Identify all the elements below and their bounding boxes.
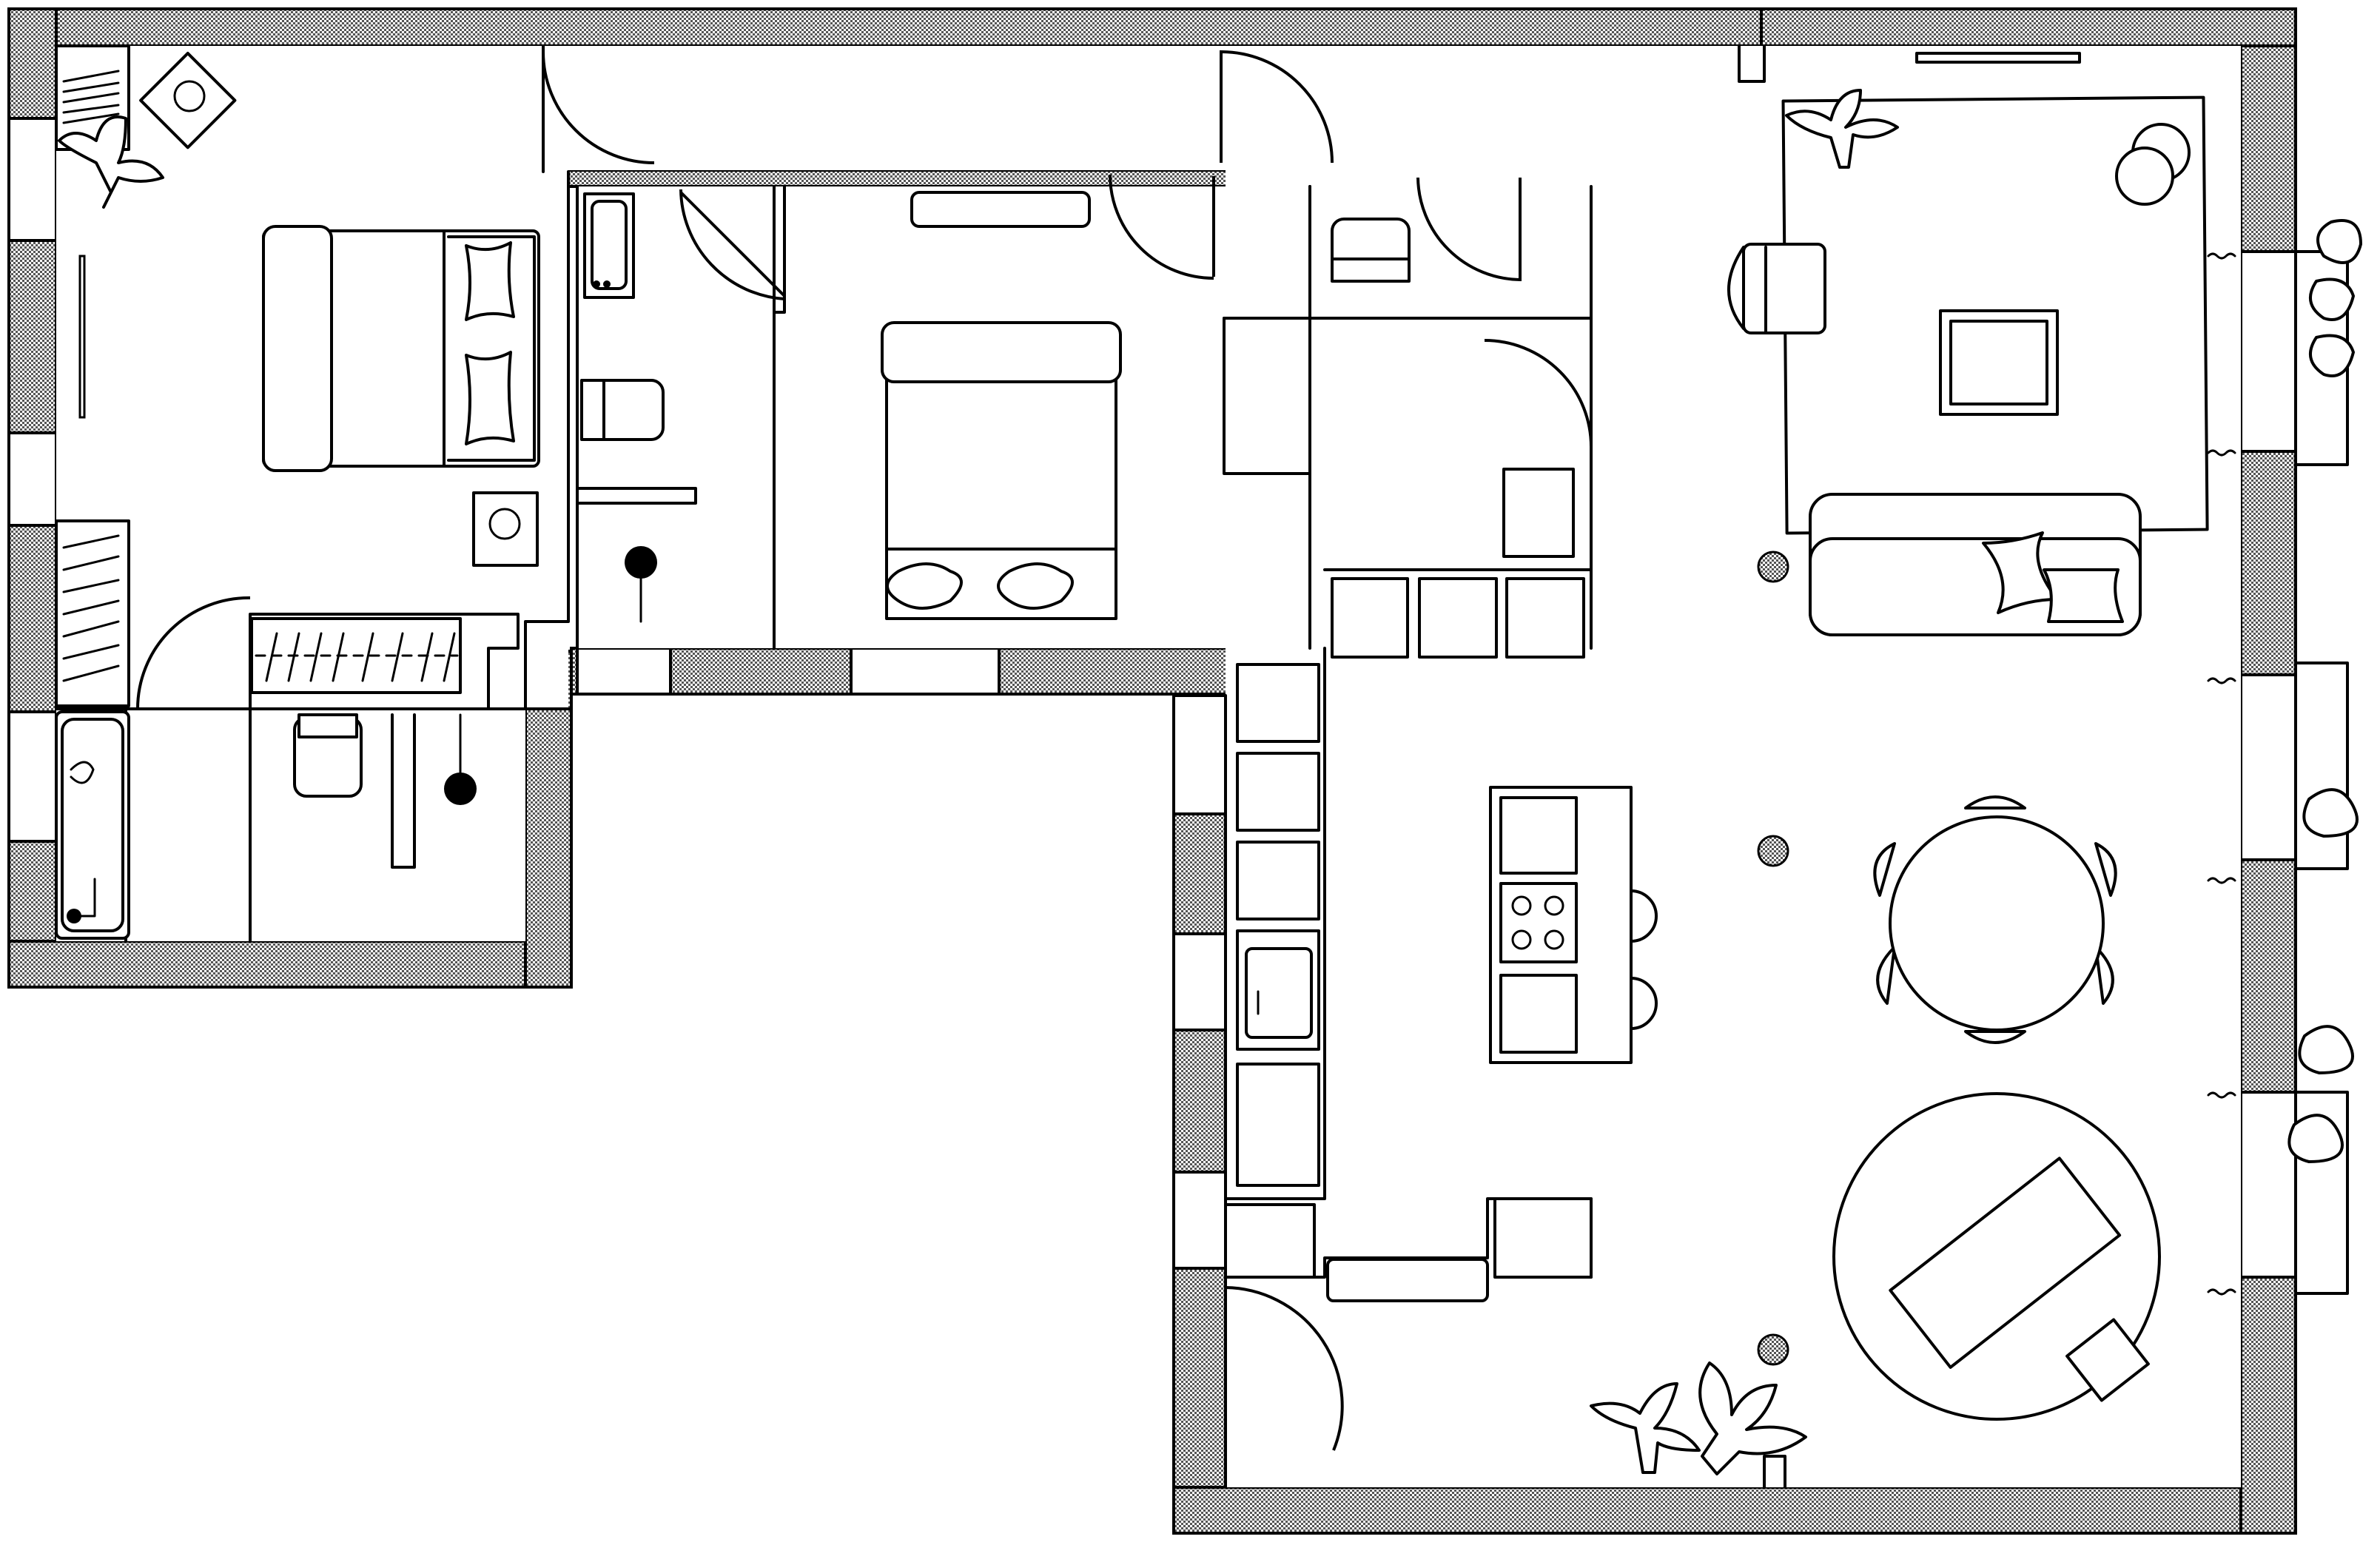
washing-machine xyxy=(1502,468,1575,558)
toilet-icon xyxy=(293,713,363,798)
floor-ensuite xyxy=(56,709,525,941)
headboard-shelf xyxy=(910,191,1091,228)
window-right-1 xyxy=(2239,250,2297,453)
window-left-3 xyxy=(7,710,58,843)
wardrobe-bottom xyxy=(55,519,130,707)
door-wc xyxy=(1416,177,1522,281)
sink-icon xyxy=(1245,947,1313,1039)
round-rug xyxy=(1832,1092,2161,1421)
storage-cabinets xyxy=(1331,577,1585,659)
window-left-1 xyxy=(7,117,58,242)
window-kitchen-1 xyxy=(1172,694,1227,815)
pillow-icon xyxy=(886,562,1074,610)
window-right-2 xyxy=(2239,673,2297,861)
sofa xyxy=(1809,493,2142,636)
door-bathroom xyxy=(679,189,786,300)
mirror xyxy=(78,255,86,419)
window-kitchen-3 xyxy=(1172,1171,1227,1270)
bar-stools xyxy=(1630,889,1658,1030)
door-bedroom2 xyxy=(1109,174,1215,280)
ensuite-bath xyxy=(55,710,477,941)
second-bedroom xyxy=(881,191,1122,620)
balcony-planters xyxy=(2207,219,2362,1296)
window-openings xyxy=(7,117,2297,1279)
wall-bottom-east xyxy=(1172,1486,2297,1535)
double-bed xyxy=(262,225,540,472)
door-corridor-middle xyxy=(1220,50,1334,164)
bathroom xyxy=(580,192,665,623)
plant-icon xyxy=(58,115,164,209)
kitchen xyxy=(1224,663,1658,1302)
closet-rail xyxy=(250,617,462,694)
window-bedroom2-bottom-2 xyxy=(850,647,1001,696)
dining-area xyxy=(1757,795,2117,1044)
pillow-icon xyxy=(465,241,515,445)
master-bedroom xyxy=(55,44,540,707)
doors xyxy=(136,50,1593,1451)
window-kitchen-2 xyxy=(1172,932,1227,1031)
cooktop-icon xyxy=(1499,882,1578,963)
bathtub-small xyxy=(583,192,635,299)
living-room xyxy=(1727,52,2209,636)
floor-lamp-icon xyxy=(1757,551,1789,583)
shower-partition xyxy=(391,713,416,869)
shower-head-icon xyxy=(625,546,657,623)
window-bedroom2-bottom xyxy=(576,647,672,696)
cushion-icon xyxy=(1982,531,2124,624)
shower-head-icon xyxy=(444,713,477,805)
wall-top-east xyxy=(1760,7,2297,47)
plant-icon xyxy=(1785,89,1899,169)
door-utility xyxy=(1484,339,1593,448)
kitchen-island xyxy=(1489,786,1633,1064)
door-master-bedroom xyxy=(542,51,655,164)
nightstand-top xyxy=(139,52,237,149)
window-left-2 xyxy=(7,431,58,527)
floor-lamp-icon xyxy=(1757,1333,1789,1366)
tv-unit xyxy=(1915,52,2081,64)
bathtub xyxy=(55,710,130,940)
door-entrance xyxy=(1224,1286,1344,1451)
wall-bottom-west xyxy=(7,940,573,989)
armchair xyxy=(1727,243,1826,334)
utility-room xyxy=(1502,468,1575,558)
round-dining-table xyxy=(1889,815,2105,1031)
entrance-cabinets xyxy=(1224,1197,1593,1302)
toilet-icon xyxy=(1331,218,1411,283)
plant-icon xyxy=(2287,219,2362,1163)
nightstand-bottom xyxy=(472,491,539,567)
curtain-icon xyxy=(2207,252,2236,1296)
toilet-icon xyxy=(580,379,665,441)
coffee-table xyxy=(1939,309,2059,416)
kitchen-counter xyxy=(1236,663,1320,1187)
wall-kitchen-left xyxy=(1172,694,1227,1535)
entrance-bench xyxy=(1326,1258,1489,1302)
plant-icon xyxy=(1590,1361,1807,1475)
window-right-3 xyxy=(2239,1091,2297,1279)
side-table xyxy=(2115,123,2191,206)
desk-chair xyxy=(2065,1318,2150,1402)
double-bed xyxy=(881,321,1122,620)
work-area xyxy=(1590,1092,2161,1475)
desk xyxy=(1889,1157,2122,1369)
wc xyxy=(1331,218,1411,283)
dining-chairs xyxy=(1873,795,2117,1044)
floor-lamp-icon xyxy=(1757,835,1789,867)
